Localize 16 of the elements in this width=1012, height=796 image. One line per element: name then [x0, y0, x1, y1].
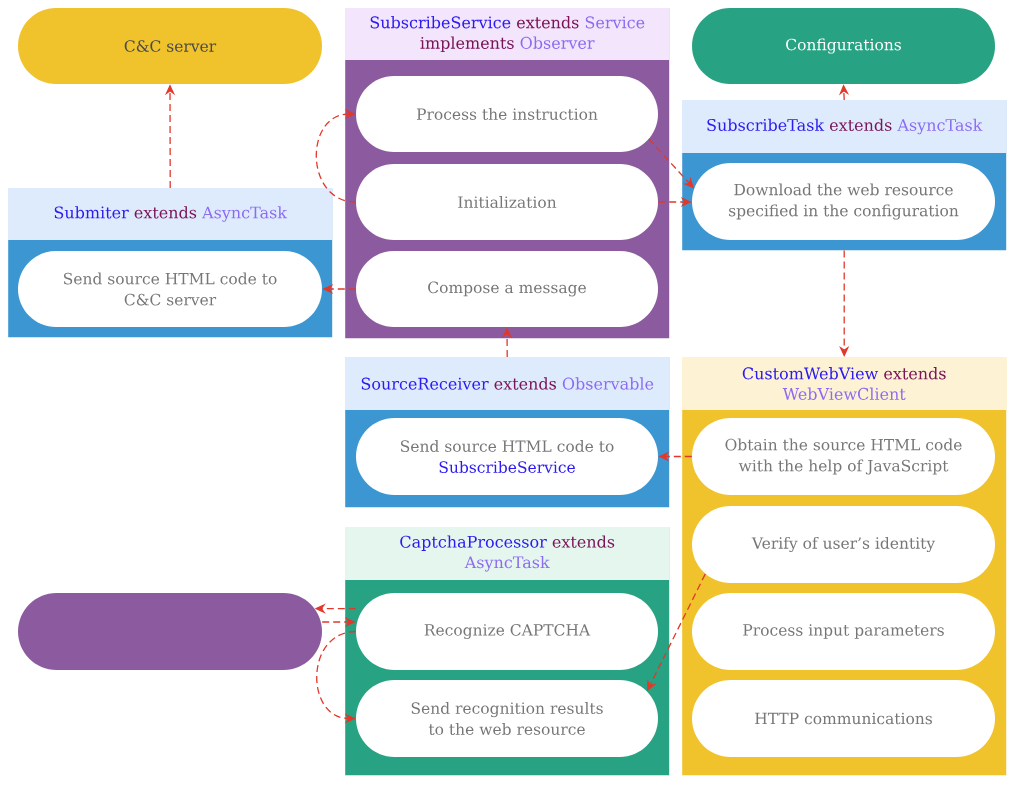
process-box: Initialization [356, 164, 658, 240]
terminal-box [18, 593, 322, 670]
process-box: Download the web resource specified in the configuration [692, 163, 995, 240]
terminal-box: C&C server [18, 8, 322, 84]
process-box: Compose a message [356, 251, 658, 327]
process-box: HTTP communications [692, 680, 995, 757]
process-box: Send source HTML code to C&C server [18, 251, 322, 327]
process-box: Verify of user’s identity [692, 506, 995, 583]
process-box: Send recognition results to the web resource [356, 680, 658, 757]
process-box: Process the instruction [356, 76, 658, 152]
arrow [315, 108, 357, 203]
process-box: Obtain the source HTML code with the help of JavaScript [692, 418, 995, 495]
process-box: Recognize CAPTCHA [356, 593, 658, 670]
process-box: Process input parameters [692, 593, 995, 670]
process-box: Send source HTML code to SubscribeService [356, 418, 658, 495]
terminal-box: Configurations [692, 8, 995, 84]
